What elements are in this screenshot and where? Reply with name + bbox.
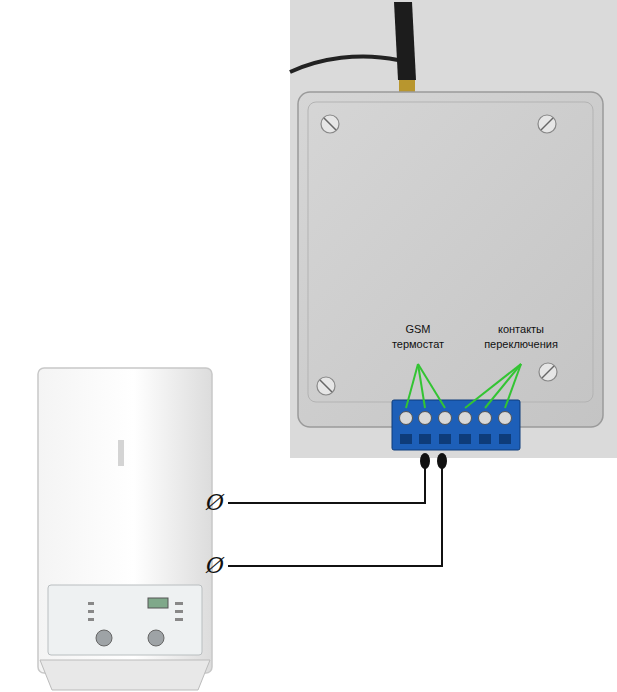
screw-slots — [320, 118, 554, 392]
photo-background — [290, 0, 617, 458]
screws — [317, 115, 557, 395]
terminal-screws — [400, 412, 512, 425]
antenna — [394, 2, 416, 96]
terminal-slots — [400, 434, 511, 444]
housing-lid — [308, 102, 593, 402]
device-housing — [298, 92, 603, 427]
wire-terminal-symbol: Ø — [206, 554, 224, 578]
wire-terminal-symbol: Ø — [206, 491, 224, 515]
gas-boiler — [38, 368, 212, 690]
terminal-block — [392, 400, 520, 450]
terminal-label: GSM термостат — [386, 322, 450, 352]
leader-lines — [406, 364, 521, 408]
wire-ends — [420, 453, 447, 469]
antenna-cable — [290, 56, 398, 72]
device-housing-node: GSM термостат контакты переключения — [298, 92, 603, 427]
terminal-label: контакты переключения — [476, 322, 566, 352]
wires — [228, 462, 442, 566]
